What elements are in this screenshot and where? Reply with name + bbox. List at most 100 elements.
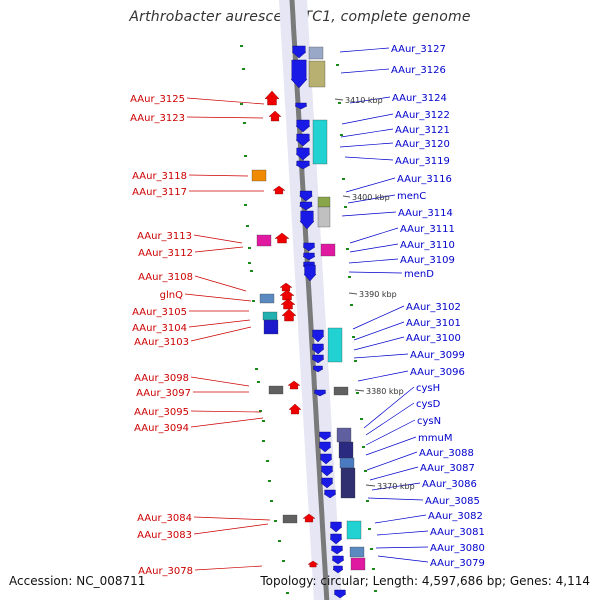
reverse-gene-arrow[interactable] bbox=[295, 133, 311, 147]
gene-label-right[interactable]: AAur_3122 bbox=[395, 110, 450, 121]
gene-label-left[interactable]: AAur_3123 bbox=[130, 113, 185, 124]
gene-label-left[interactable]: AAur_3084 bbox=[137, 513, 192, 524]
reverse-gene-arrow[interactable] bbox=[311, 329, 325, 343]
gene-label-right[interactable]: AAur_3126 bbox=[391, 65, 446, 76]
gene-label-right[interactable]: cysD bbox=[416, 399, 441, 410]
feature-box[interactable] bbox=[308, 46, 324, 60]
gene-label-right[interactable]: AAur_3116 bbox=[397, 174, 452, 185]
reverse-gene-arrow[interactable] bbox=[331, 555, 345, 565]
gene-label-left[interactable]: AAur_3103 bbox=[134, 337, 189, 348]
feature-box[interactable] bbox=[251, 169, 267, 182]
gene-label-left[interactable]: AAur_3097 bbox=[136, 388, 191, 399]
reverse-gene-arrow[interactable] bbox=[333, 589, 347, 599]
reverse-gene-arrow[interactable] bbox=[329, 533, 343, 545]
gene-label-right[interactable]: AAur_3081 bbox=[430, 527, 485, 538]
forward-gene-arrow[interactable] bbox=[302, 513, 316, 523]
reverse-gene-arrow[interactable] bbox=[290, 59, 308, 89]
forward-gene-arrow[interactable] bbox=[279, 282, 293, 292]
reverse-gene-arrow[interactable] bbox=[295, 160, 311, 170]
gene-label-right[interactable]: AAur_3082 bbox=[428, 511, 483, 522]
reverse-gene-arrow[interactable] bbox=[302, 242, 316, 252]
gene-label-right[interactable]: AAur_3114 bbox=[398, 208, 453, 219]
feature-box[interactable] bbox=[336, 427, 352, 443]
reverse-gene-arrow[interactable] bbox=[320, 465, 334, 477]
gene-label-right[interactable]: cysH bbox=[416, 383, 440, 394]
reverse-gene-arrow[interactable] bbox=[294, 102, 308, 110]
gene-label-left[interactable]: AAur_3113 bbox=[137, 231, 192, 242]
gene-label-left[interactable]: AAur_3105 bbox=[132, 307, 187, 318]
reverse-gene-arrow[interactable] bbox=[295, 147, 311, 161]
reverse-gene-arrow[interactable] bbox=[303, 264, 317, 282]
feature-box[interactable] bbox=[312, 119, 328, 165]
gene-label-right[interactable]: AAur_3127 bbox=[391, 44, 446, 55]
reverse-gene-arrow[interactable] bbox=[298, 201, 314, 211]
gene-label-left[interactable]: AAur_3098 bbox=[134, 373, 189, 384]
gene-label-right[interactable]: menC bbox=[397, 191, 426, 202]
feature-box[interactable] bbox=[317, 206, 331, 228]
reverse-gene-arrow[interactable] bbox=[323, 489, 337, 499]
reverse-gene-arrow[interactable] bbox=[320, 477, 334, 489]
gene-label-left[interactable]: glnQ bbox=[160, 290, 183, 301]
gene-label-right[interactable]: AAur_3086 bbox=[422, 479, 477, 490]
gene-label-right[interactable]: mmuM bbox=[418, 433, 452, 444]
gene-label-left[interactable]: AAur_3117 bbox=[132, 187, 187, 198]
gene-label-right[interactable]: AAur_3085 bbox=[425, 496, 480, 507]
forward-gene-arrow[interactable] bbox=[272, 185, 286, 195]
gene-label-right[interactable]: AAur_3124 bbox=[392, 93, 447, 104]
forward-gene-arrow[interactable] bbox=[307, 560, 319, 568]
reverse-gene-arrow[interactable] bbox=[319, 453, 333, 465]
feature-box[interactable] bbox=[339, 457, 355, 469]
feature-box[interactable] bbox=[317, 196, 331, 208]
gene-label-left[interactable]: AAur_3108 bbox=[138, 272, 193, 283]
reverse-gene-arrow[interactable] bbox=[332, 565, 344, 574]
gene-label-right[interactable]: AAur_3120 bbox=[395, 139, 450, 150]
gene-label-right[interactable]: menD bbox=[404, 269, 434, 280]
reverse-gene-arrow[interactable] bbox=[329, 521, 343, 533]
feature-box[interactable] bbox=[256, 234, 272, 247]
reverse-gene-arrow[interactable] bbox=[311, 343, 325, 355]
reverse-gene-arrow[interactable] bbox=[302, 252, 316, 261]
reverse-gene-arrow[interactable] bbox=[318, 431, 332, 441]
gene-label-right[interactable]: AAur_3079 bbox=[430, 558, 485, 569]
gene-label-left[interactable]: AAur_3083 bbox=[137, 530, 192, 541]
gene-label-right[interactable]: cysN bbox=[417, 416, 441, 427]
forward-gene-arrow[interactable] bbox=[274, 232, 290, 244]
forward-gene-arrow[interactable] bbox=[268, 110, 282, 122]
feature-box[interactable] bbox=[333, 386, 349, 396]
feature-box[interactable] bbox=[268, 385, 284, 395]
feature-box[interactable] bbox=[350, 557, 366, 571]
feature-box[interactable] bbox=[282, 514, 298, 524]
feature-box[interactable] bbox=[320, 243, 336, 257]
reverse-gene-arrow[interactable] bbox=[311, 354, 325, 364]
gene-label-left[interactable]: AAur_3078 bbox=[138, 566, 193, 577]
reverse-gene-arrow[interactable] bbox=[313, 389, 327, 397]
gene-label-right[interactable]: AAur_3096 bbox=[410, 367, 465, 378]
gene-label-right[interactable]: AAur_3110 bbox=[400, 240, 455, 251]
reverse-gene-arrow[interactable] bbox=[298, 190, 314, 202]
gene-label-right[interactable]: AAur_3088 bbox=[419, 448, 474, 459]
gene-label-left[interactable]: AAur_3112 bbox=[138, 248, 193, 259]
feature-box[interactable] bbox=[308, 60, 326, 88]
gene-label-left[interactable]: AAur_3104 bbox=[132, 323, 187, 334]
feature-box[interactable] bbox=[263, 319, 279, 335]
reverse-gene-arrow[interactable] bbox=[291, 45, 307, 59]
forward-gene-arrow[interactable] bbox=[281, 308, 297, 322]
gene-label-right[interactable]: AAur_3109 bbox=[400, 255, 455, 266]
gene-label-left[interactable]: AAur_3125 bbox=[130, 94, 185, 105]
reverse-gene-arrow[interactable] bbox=[299, 210, 315, 230]
gene-label-right[interactable]: AAur_3102 bbox=[406, 302, 461, 313]
feature-box[interactable] bbox=[327, 327, 343, 363]
gene-label-right[interactable]: AAur_3087 bbox=[420, 463, 475, 474]
reverse-gene-arrow[interactable] bbox=[312, 365, 324, 373]
feature-box[interactable] bbox=[259, 293, 275, 304]
gene-label-right[interactable]: AAur_3100 bbox=[406, 333, 461, 344]
gene-label-right[interactable]: AAur_3119 bbox=[395, 156, 450, 167]
gene-label-left[interactable]: AAur_3118 bbox=[132, 171, 187, 182]
gene-label-left[interactable]: AAur_3095 bbox=[134, 407, 189, 418]
forward-gene-arrow[interactable] bbox=[280, 298, 296, 310]
feature-box[interactable] bbox=[340, 467, 356, 499]
forward-gene-arrow[interactable] bbox=[264, 90, 280, 106]
gene-label-right[interactable]: AAur_3101 bbox=[406, 318, 461, 329]
gene-label-right[interactable]: AAur_3080 bbox=[430, 543, 485, 554]
